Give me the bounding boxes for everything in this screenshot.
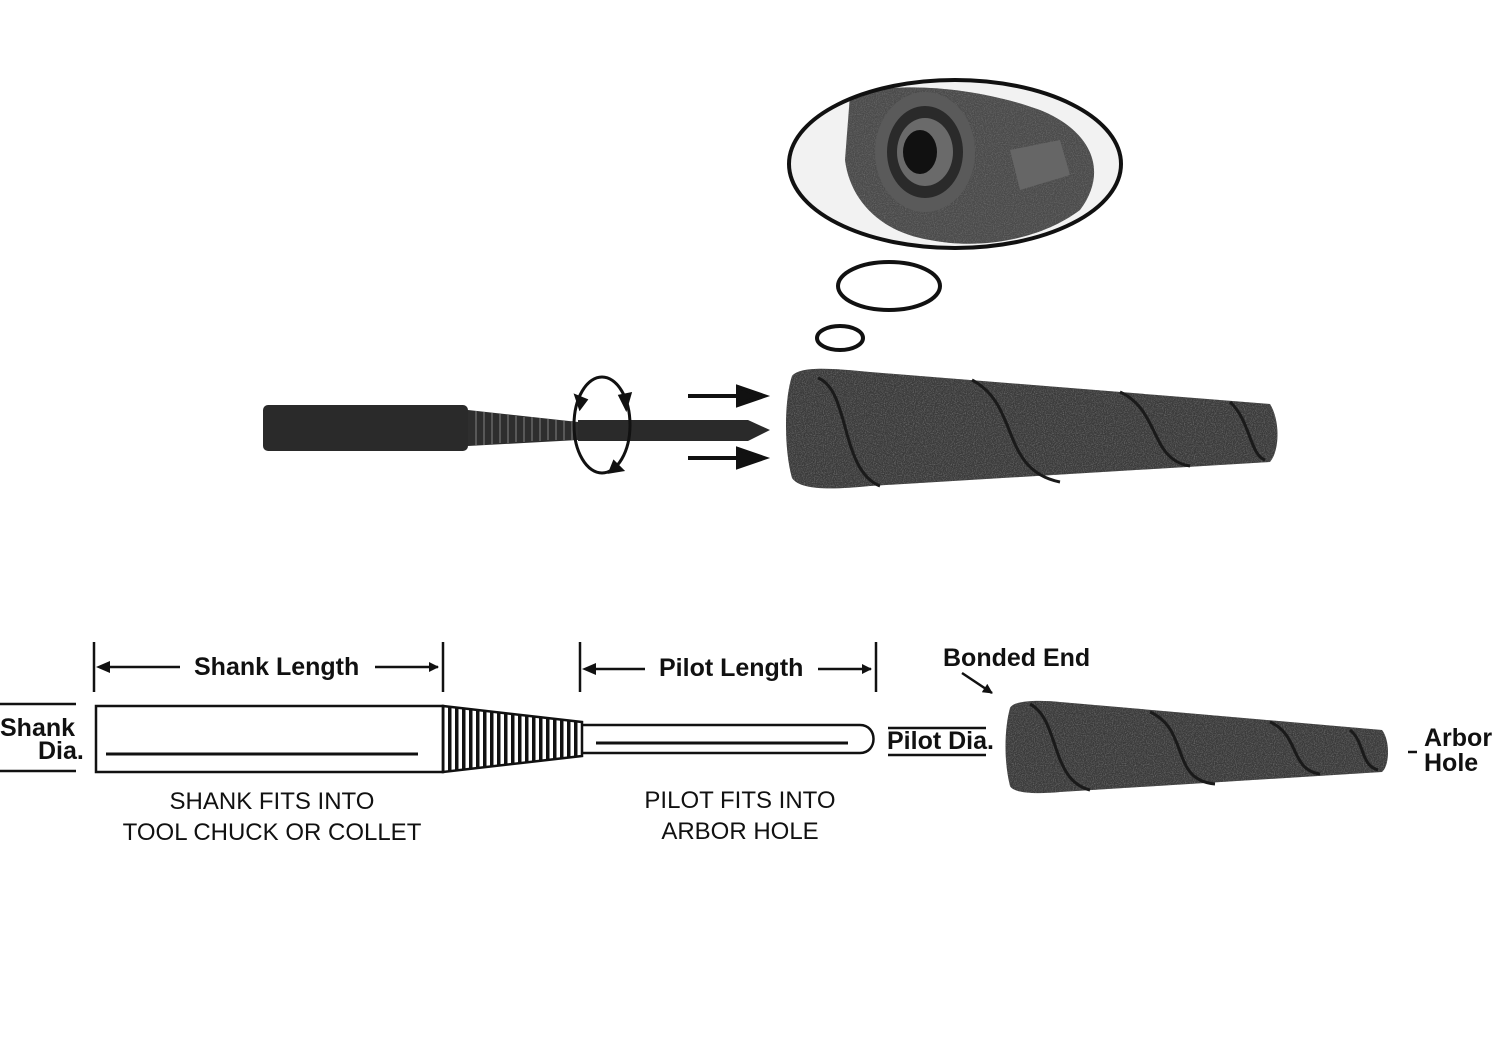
dimension-lines (0, 642, 1417, 773)
taper-outline (441, 704, 584, 774)
arbor-hole-label-line1: Arbor (1424, 724, 1493, 752)
pilot-length-label: Pilot Length (659, 654, 804, 682)
mandrel-shank (263, 405, 468, 451)
shank-dia-label-line2: Dia. (38, 737, 84, 765)
rotation-arrows-icon (572, 375, 633, 475)
mandrel-thread (468, 410, 578, 446)
pilot-caption-line2: ARBOR HOLE (661, 818, 819, 845)
magnify-bubble-icon (787, 78, 1123, 352)
cartridge-roll-drawing (1005, 700, 1388, 794)
mandrel-drawing (94, 704, 875, 774)
shank-length-label: Shank Length (194, 653, 360, 681)
pilot-dia-label: Pilot Dia. (887, 727, 994, 755)
shank-dia-label-line1: Shank (0, 714, 76, 742)
shank-caption-line2: TOOL CHUCK OR COLLET (122, 819, 422, 846)
pilot-outline (582, 723, 875, 755)
bonded-end-label: Bonded End (943, 644, 1091, 672)
mandrel-photo (263, 405, 770, 451)
pilot-caption-line1: PILOT FITS INTO (644, 787, 836, 814)
arbor-hole-label-line2: Hole (1424, 749, 1479, 777)
cartridge-roll-photo (786, 368, 1278, 489)
arrowheads (96, 661, 645, 675)
mandrel-pilot (578, 420, 770, 441)
shank-outline (94, 704, 445, 774)
insert-arrow-icon (688, 384, 771, 470)
shank-caption-line1: SHANK FITS INTO (169, 788, 375, 815)
